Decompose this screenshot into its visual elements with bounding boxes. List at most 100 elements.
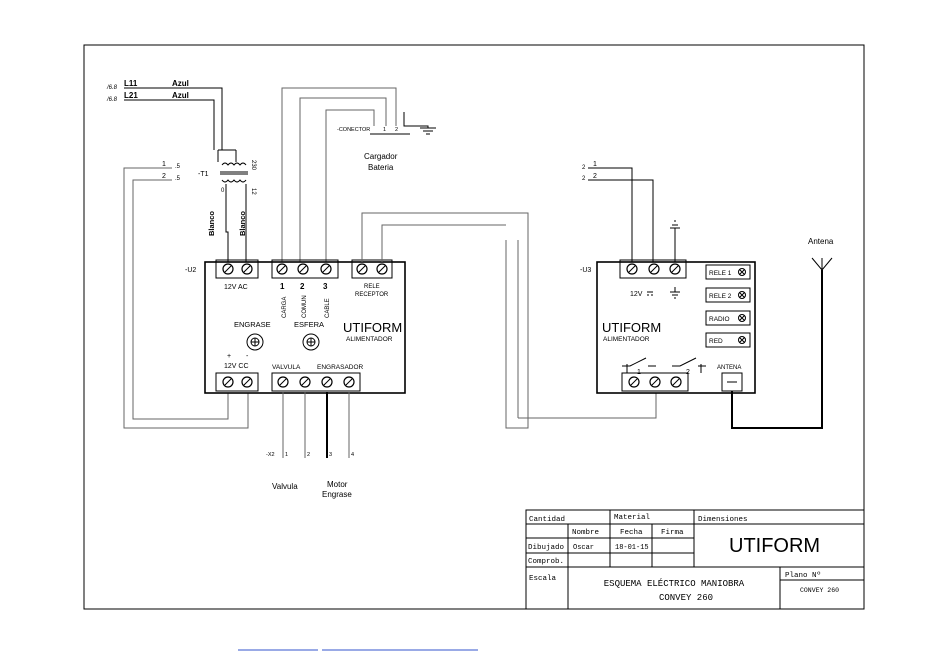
svg-text:2: 2 [593, 173, 597, 180]
u2-cc-label: 12V CC [224, 363, 249, 370]
l21-wire [124, 99, 215, 150]
u3-box [596, 261, 756, 394]
l21-ref: /6.8 [106, 97, 118, 103]
right-feed-wire-1 [588, 167, 633, 262]
antenna-icon [811, 257, 833, 271]
svg-text:2: 2 [300, 282, 305, 291]
drawing-frame [83, 44, 865, 610]
drawing-title-1: ESQUEMA ELÉCTRICO MANIOBRA [604, 578, 745, 589]
svg-text:Comprob.: Comprob. [528, 558, 564, 566]
switch-2-icon [672, 357, 706, 367]
svg-text:1: 1 [285, 452, 288, 458]
svg-text:1: 1 [383, 127, 386, 133]
switch-1-icon [622, 357, 656, 367]
svg-text:2: 2 [582, 176, 586, 182]
carga-label: CARGA [282, 297, 288, 318]
esfera-knob-icon [302, 333, 320, 351]
valvula-label: VALVULA [272, 364, 301, 371]
u3-sub: ALIMENTADOR [603, 336, 650, 343]
blanco-label-1: Blanco [207, 211, 216, 236]
u3-tag: -U3 [580, 267, 591, 274]
engrase-output-label: Engrase [322, 490, 352, 499]
indicator-lamp-icons [738, 268, 746, 344]
antenna-cable [731, 270, 823, 429]
plano-value: CONVEY 260 [800, 587, 839, 594]
svg-text:Dimensiones: Dimensiones [698, 516, 748, 524]
svg-text:Plano Nº: Plano Nº [785, 571, 821, 580]
u2-tag: -U2 [185, 267, 196, 274]
tap-0: 0 [221, 188, 225, 194]
left-loop-inner [132, 179, 229, 420]
svg-text:2: 2 [582, 165, 586, 171]
esfera-label: ESFERA [294, 320, 324, 329]
tap-230: 230 [250, 160, 256, 171]
carga-wire [281, 87, 397, 262]
l11-ref: /6.8 [106, 85, 118, 91]
u2-sub: ALIMENTADOR [346, 336, 393, 343]
svg-text:Escala: Escala [529, 575, 557, 583]
svg-text:+: + [227, 353, 231, 360]
rele-link-bottom-1 [518, 392, 657, 419]
valvula-output-label: Valvula [272, 482, 298, 491]
red-label: RED [709, 338, 723, 345]
azul-label-2: Azul [172, 91, 189, 100]
svg-text:3: 3 [323, 282, 328, 291]
u3-ground-icon [670, 287, 680, 299]
cable-label: CABLE [325, 298, 331, 318]
battery-charger-group: -CONECTOR 1 2 Cargador Bateria [281, 87, 436, 262]
right-ground-icon [670, 224, 680, 262]
rele-link-outer [361, 212, 529, 429]
relay-1-label: RELE 1 [709, 270, 732, 277]
tap-12: 12 [250, 188, 256, 195]
drawing-title-2: CONVEY 260 [659, 593, 713, 603]
engrase-knob-icon [246, 333, 264, 351]
charger-label-1: Cargador [364, 152, 398, 161]
svg-text:1: 1 [162, 161, 166, 168]
l11-wire [124, 87, 223, 150]
u2-power-label: 12V AC [224, 284, 248, 291]
svg-text:RECEPTOR: RECEPTOR [355, 292, 389, 298]
svg-text:Oscar: Oscar [573, 544, 594, 552]
right-feed-wire-2 [588, 179, 654, 262]
transformer-secondary-coil [221, 179, 247, 183]
u2-module: -U2 12V AC 1 2 3 CARGA COMUN CABLE RELE … [185, 259, 406, 394]
company-name: UTIFORM [729, 535, 820, 557]
antenna-label: Antena [808, 237, 834, 246]
left-loop-outer [123, 167, 249, 429]
x2-tag: -X2 [266, 452, 275, 458]
antenna-group: Antena [731, 237, 834, 429]
svg-text:Nombre: Nombre [572, 529, 599, 537]
secondary-lead-1 [225, 184, 229, 262]
x2-outputs: -X2 1 2 3 4 Valvula Motor Engrase [266, 392, 354, 499]
u3-brand: UTIFORM [602, 320, 661, 335]
svg-text:2: 2 [162, 173, 166, 180]
svg-text:4: 4 [351, 452, 354, 458]
charger-label-2: Bateria [368, 163, 394, 172]
svg-text:Firma: Firma [661, 529, 684, 537]
radio-label: RADIO [709, 316, 730, 323]
l11-label: L11 [124, 79, 138, 88]
connector-label: -CONECTOR [337, 127, 370, 133]
cable-wire [325, 109, 375, 262]
svg-text:Material: Material [614, 514, 651, 522]
comun-wire [299, 97, 387, 262]
svg-text:1: 1 [593, 161, 597, 168]
svg-text:.5: .5 [175, 164, 181, 170]
svg-text:RELE: RELE [364, 284, 380, 290]
svg-text:1: 1 [280, 282, 285, 291]
rele-link-top [381, 224, 506, 262]
transformer-group: L11 L21 /6.8 /6.8 Azul Azul -T1 230 12 0… [106, 79, 256, 262]
svg-text:.5: .5 [175, 176, 181, 182]
transformer-primary-coil [221, 162, 247, 166]
u3-module: -U3 12V UTIFORM ALIMENTADOR RELE 1 RELE … [580, 259, 756, 394]
svg-text:2: 2 [307, 452, 310, 458]
comun-label: COMUN [302, 295, 308, 318]
u2-box [204, 261, 406, 394]
motor-label: Motor [327, 480, 348, 489]
svg-text:Fecha: Fecha [620, 529, 643, 537]
ground-icon [420, 127, 436, 135]
u2-brand: UTIFORM [343, 320, 402, 335]
relay-indicators: RELE 1 RELE 2 RADIO RED [705, 264, 751, 348]
svg-text:Cantidad: Cantidad [529, 516, 565, 524]
